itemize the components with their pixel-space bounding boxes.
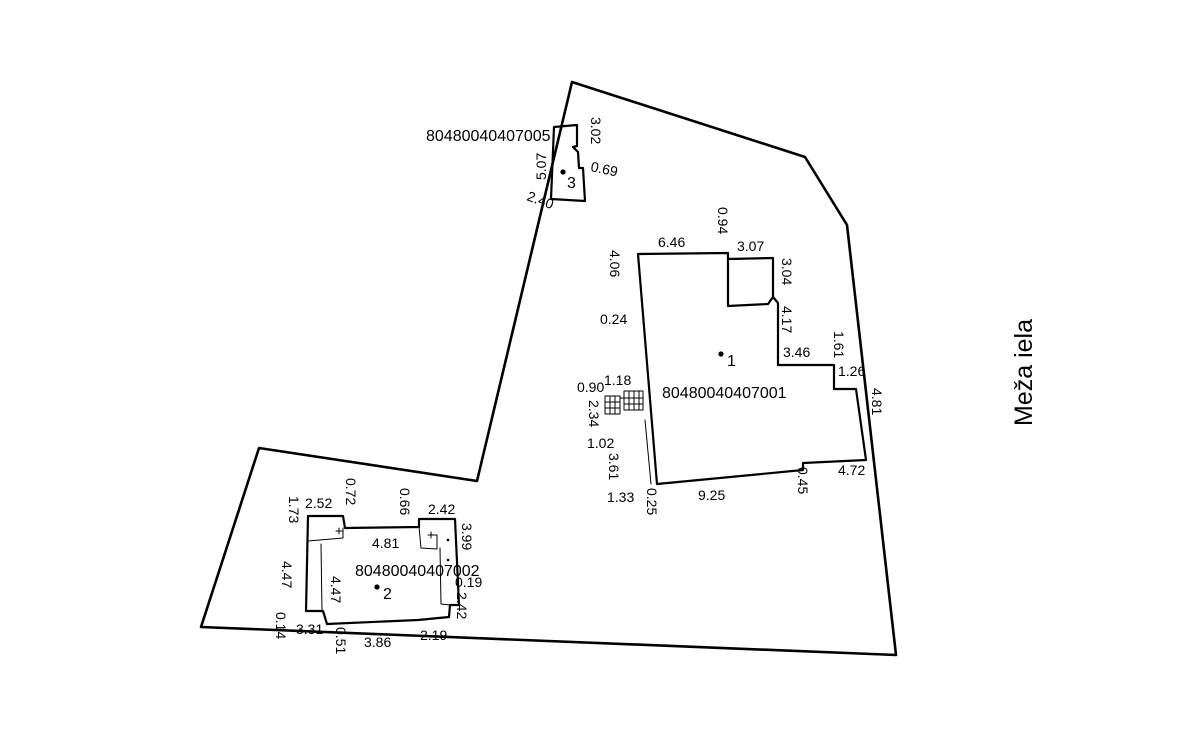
dim-b1-4-06: 4.06 <box>607 250 623 277</box>
building-2-side-wall <box>320 543 323 612</box>
building-2-cadastral-id: 80480040407002 <box>355 563 480 580</box>
dim-b2-2-52: 2.52 <box>305 495 332 511</box>
street-name: Meža iela <box>1010 319 1038 426</box>
building-3-number: 3 <box>567 175 576 192</box>
dim-b3-3-02: 3.02 <box>588 117 604 144</box>
dim-b1-1-26: 1.26 <box>838 363 865 379</box>
building-1-annex <box>726 257 775 308</box>
building-2-outline <box>304 514 461 626</box>
dim-b3-0-69: 0.69 <box>589 158 619 179</box>
dim-b1-1-33: 1.33 <box>607 489 634 505</box>
building-1-stair-small-hatch <box>604 395 621 415</box>
building-3-marker <box>560 169 566 175</box>
building-1-marker <box>718 351 724 357</box>
dim-b1-0-45: 0.45 <box>795 467 811 494</box>
land-parcel-boundary <box>199 80 898 657</box>
dim-b1-1-61: 1.61 <box>831 331 847 358</box>
dim-b1-6-46: 6.46 <box>658 234 685 250</box>
dim-b2-2-19: 2.19 <box>420 627 447 643</box>
building-2-annex-left <box>307 527 344 542</box>
building-1-stair-large-hatch <box>623 390 644 411</box>
building-1-cadastral-id: 80480040407001 <box>662 385 787 402</box>
dim-b2-4-47-inner: 4.47 <box>328 576 344 603</box>
building-2-number: 2 <box>383 586 392 603</box>
building-2-side-wall-right <box>439 547 451 606</box>
dim-b1-3-07: 3.07 <box>737 238 764 254</box>
dim-b1-4-72: 4.72 <box>838 462 865 478</box>
building-2-corner-dot-1 <box>446 538 450 542</box>
dim-b2-3-31: 3.31 <box>296 621 323 637</box>
dim-b2-0-19: 0.19 <box>455 574 482 590</box>
dim-b1-4-17: 4.17 <box>779 306 795 333</box>
dim-b2-4-81: 4.81 <box>372 535 399 551</box>
dim-b1-0-94: 0.94 <box>715 207 731 234</box>
dim-b2-3-99: 3.99 <box>459 523 475 550</box>
dim-b2-0-51: 0.51 <box>333 627 349 654</box>
dim-b1-0-24: 0.24 <box>600 311 627 327</box>
building-1-stair-small <box>604 395 621 415</box>
building-2-corner-dot-2 <box>446 558 450 562</box>
building-1-outline <box>636 251 868 486</box>
building-1-side-strip <box>644 419 652 485</box>
dim-b1-1-18: 1.18 <box>604 372 631 388</box>
dim-b2-1-73: 1.73 <box>286 496 302 523</box>
building-2-annex-left-tick <box>335 527 343 535</box>
dim-b1-3-04: 3.04 <box>779 258 795 285</box>
dim-b1-2-34: 2.34 <box>586 400 602 427</box>
dim-b2-4-47-outer: 4.47 <box>279 561 295 588</box>
building-3-cadastral-id: 80480040407005 <box>426 128 551 145</box>
dim-b1-4-81: 4.81 <box>869 388 885 415</box>
dim-b2-0-72: 0.72 <box>343 478 359 505</box>
dim-b1-3-61: 3.61 <box>606 453 622 480</box>
building-1: 1 80480040407001 6.46 0.94 3.07 4.06 3.0… <box>577 207 885 515</box>
dim-b1-3-46: 3.46 <box>783 344 810 360</box>
dim-b1-1-02: 1.02 <box>587 435 614 451</box>
building-2-annex-right <box>418 526 438 550</box>
building-2-annex-right-tick <box>427 531 435 539</box>
dim-b2-0-14: 0.14 <box>273 612 289 639</box>
building-2: 2 80480040407002 1.73 2.52 0.72 0.66 2.4… <box>273 478 482 654</box>
building-3-outline <box>549 123 587 203</box>
building-2-marker <box>374 584 380 590</box>
dim-b2-0-66: 0.66 <box>397 488 413 515</box>
dim-b1-0-90: 0.90 <box>577 379 604 395</box>
dim-b2-2-42-top: 2.42 <box>428 501 455 517</box>
dim-b1-0-25: 0.25 <box>644 488 660 515</box>
dim-b3-5-07: 5.07 <box>533 153 549 180</box>
dim-b2-2-42-right: 2.42 <box>454 592 470 619</box>
dim-b1-9-25: 9.25 <box>698 487 725 503</box>
building-1-number: 1 <box>727 353 736 370</box>
dim-b2-3-86: 3.86 <box>364 634 391 650</box>
building-3: 3 80480040407005 3.02 5.07 0.69 2.40 <box>426 117 620 212</box>
